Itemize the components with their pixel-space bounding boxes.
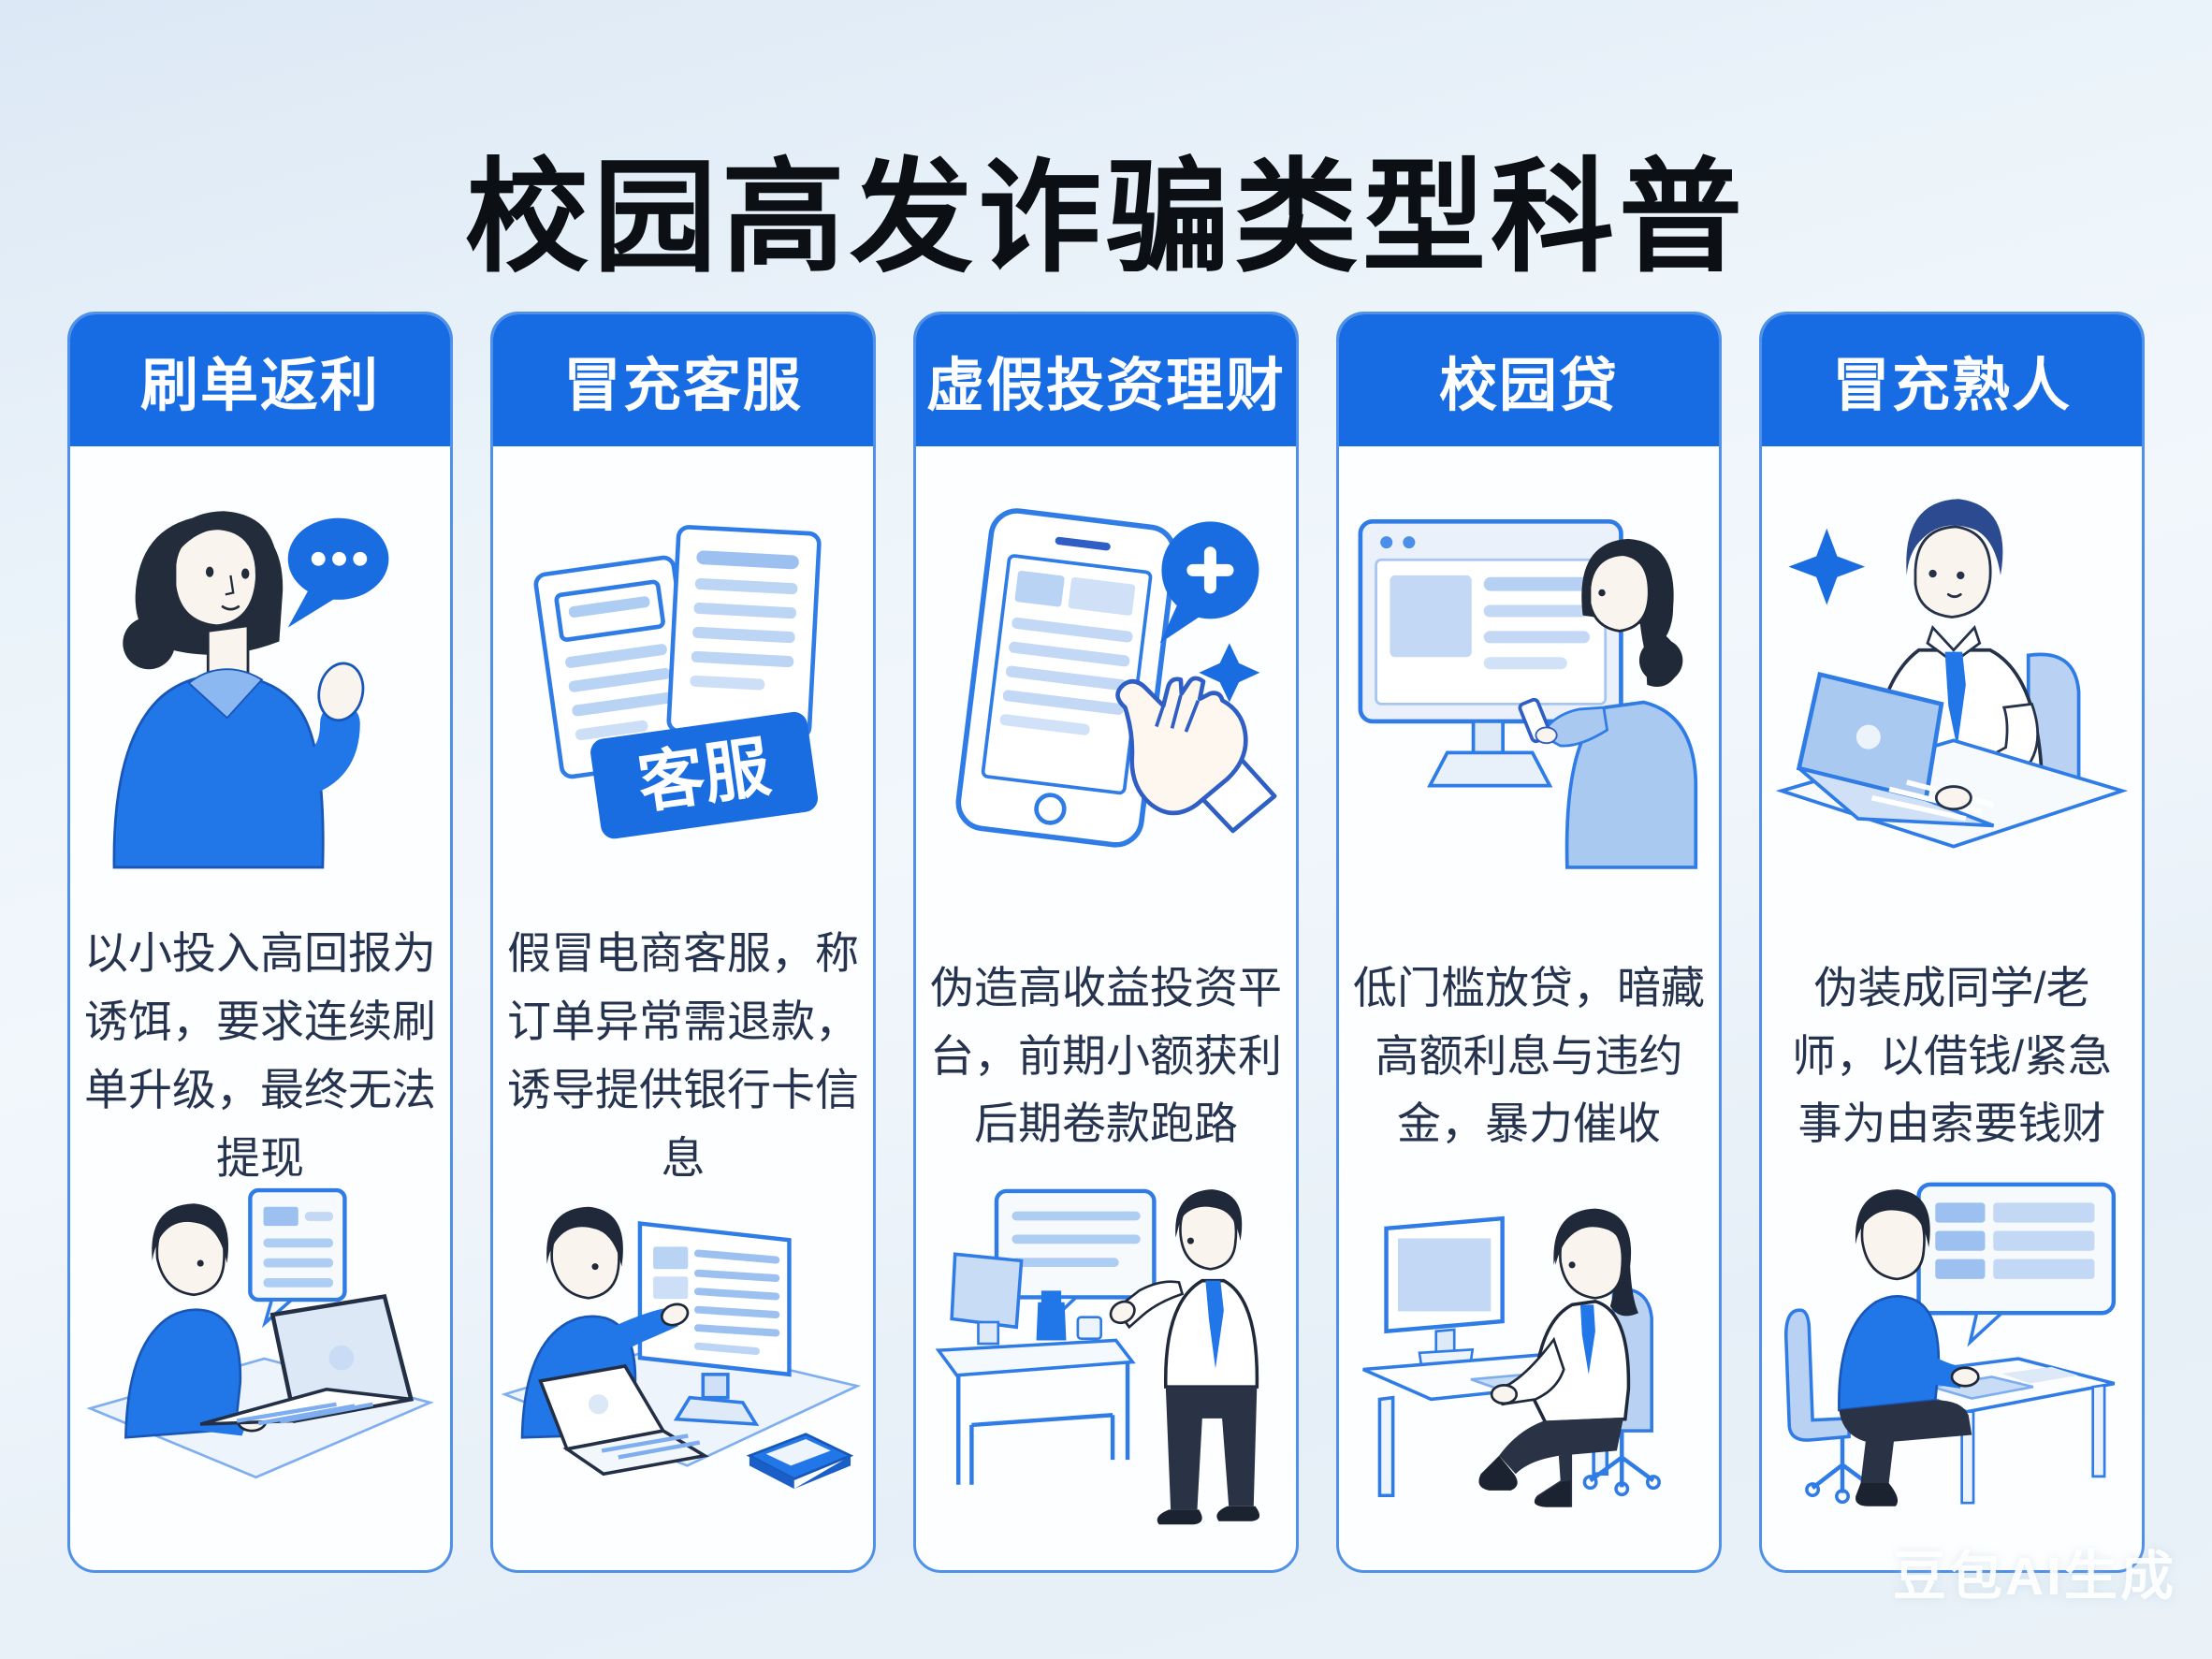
hand [1934,785,1972,811]
page-title: 校园高发诈骗类型科普 [465,149,1747,287]
sparkle-icon [1199,643,1260,703]
seated-woman [1478,1208,1638,1507]
standing-man [1109,1189,1260,1525]
illustration-woman-workstation [1346,1157,1711,1561]
seated-man [1838,1189,1980,1506]
cards-row: 刷单返利 [67,312,2145,1573]
illustration-man-desk-presentation [924,1157,1288,1561]
card-description: 伪造高收益投资平台，前期小额获利后期卷款跑路 [930,962,1282,1149]
card-header: 虚假投资理财 [916,314,1296,446]
card-header: 校园贷 [1339,314,1719,446]
card-title: 冒充客服 [562,354,803,418]
woman-with-phone [1518,538,1698,869]
laptop [538,1364,710,1477]
card-description: 低门槛放贷，暗藏高额利息与违约金，暴力催收 [1353,962,1705,1149]
blue-book [746,1433,854,1490]
card-fake-investment: 虚假投资理财 [913,312,1299,1573]
woman-figure [112,511,365,869]
monitor-on-desk [1384,1215,1505,1366]
desktop-monitor [1358,519,1623,788]
card-impersonate-acquaintance: 冒充熟人 [1759,312,2145,1573]
illustration-documents-kefu-badge: 客服 [501,462,866,881]
add-bubble-icon [1159,521,1259,644]
chat-document-bubble-icon [248,1187,347,1329]
card-description: 伪装成同学/老师，以借钱/紧急事为由索要钱财 [1791,962,2113,1149]
card-header: 刷单返利 [70,314,450,446]
card-title: 虚假投资理财 [925,354,1286,418]
badge-label: 客服 [633,729,775,821]
illustration-man-desk-chat [1769,1157,2134,1561]
illustration-man-laptop-sparkle [1769,462,2134,881]
card-title: 校园贷 [1438,354,1619,418]
ai-watermark: 豆包AI生成 [1893,1547,2176,1607]
chat-list-bubble-icon [1916,1182,2117,1347]
illustration-phone-add-bubble-hand [924,462,1288,881]
card-description: 假冒电商客服，称订单异常需退款，诱导提供银行卡信息 [507,928,859,1183]
customer-service-badge: 客服 [590,711,818,839]
illustration-woman-speech-bubble [78,462,443,881]
illustration-person-laptop-chat [78,1157,443,1561]
laptop [1796,671,1995,828]
card-campus-loan: 校园贷 [1336,312,1722,1573]
illustration-woman-monitor-phone [1346,462,1711,881]
card-order-brushing-rebate: 刷单返利 [67,312,453,1573]
card-title: 刷单返利 [139,354,380,418]
card-title: 冒充熟人 [1831,354,2072,418]
laptop [199,1294,415,1426]
smartphone [955,508,1177,848]
document-back [666,525,822,740]
desktop-monitor [637,1221,792,1427]
chat-dots-bubble-icon [287,517,389,628]
card-header: 冒充客服 [493,314,873,446]
sparkle-icon [1788,528,1866,605]
illustration-person-desktop-setup [501,1157,866,1561]
card-header: 冒充熟人 [1762,314,2142,446]
card-description: 以小投入高回报为诱饵，要求连续刷单升级，最终无法提现 [84,928,436,1183]
office-desk [935,1252,1136,1485]
card-fake-customer-service: 冒充客服 [490,312,876,1573]
pointing-hand [1115,676,1277,834]
